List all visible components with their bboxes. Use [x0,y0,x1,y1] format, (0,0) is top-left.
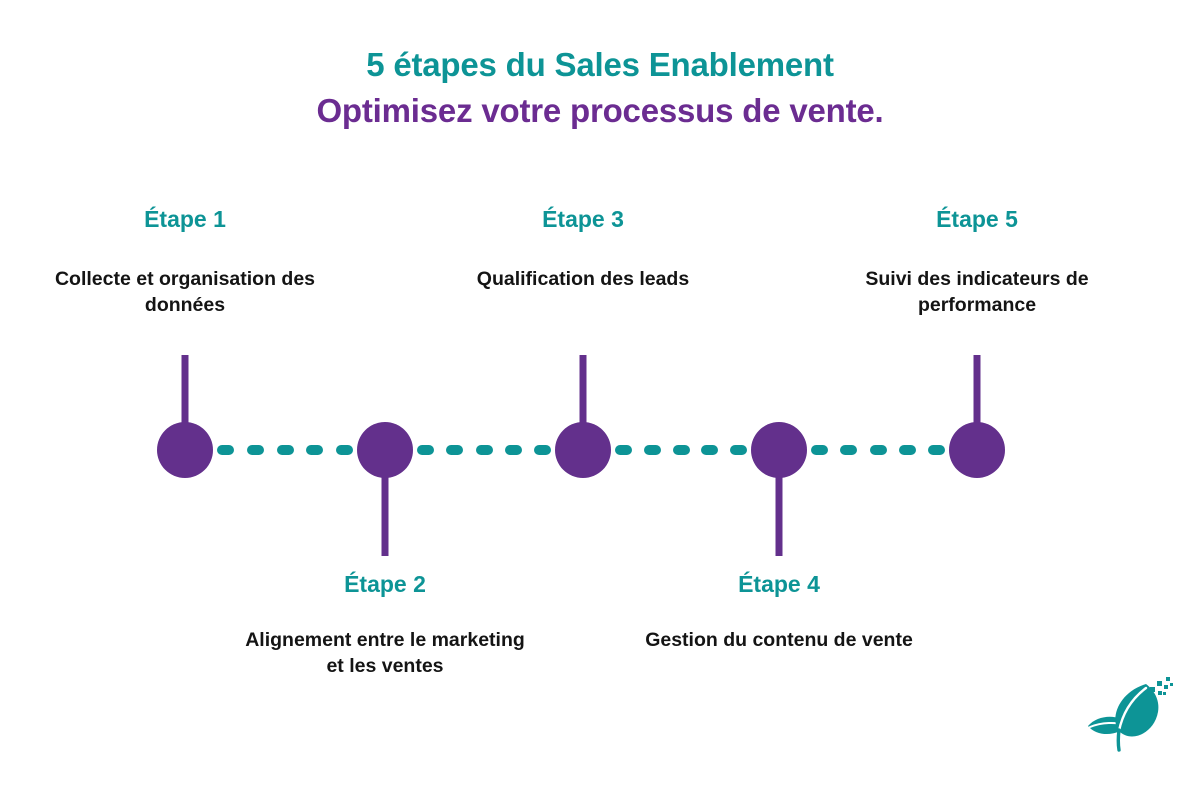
timeline-dash [417,445,434,455]
timeline-dash [898,445,916,455]
timeline-node-5[interactable] [949,422,1005,478]
page-title: 5 étapes du Sales Enablement [366,46,834,83]
timeline-dash-segment [417,445,551,455]
timeline-dash [701,445,719,455]
timeline-node-2[interactable] [357,422,413,478]
timeline-dash [615,445,632,455]
step-heading-5: Étape 5 [936,206,1018,232]
timeline-dash [869,445,887,455]
timeline-dash [534,445,551,455]
step-label-1: Étape 1 Collecte et organisation des donn… [35,205,335,319]
timeline-dash-segment [615,445,747,455]
timeline-dash-segment [811,445,945,455]
timeline-dash [246,445,264,455]
timeline-dash [730,445,747,455]
timeline-dash [336,445,353,455]
step-description-4: Gestion du contenu de vente [645,629,913,652]
timeline-dash [306,445,324,455]
title-block: 5 étapes du Sales Enablement Optimisez v… [0,44,1200,132]
step-description-2: Alignement entre le marketing et les ven… [245,629,525,677]
timeline-dash [928,445,945,455]
step-heading-3: Étape 3 [542,206,624,232]
timeline-stem-1 [181,355,189,428]
timeline-dash [672,445,690,455]
timeline-stem-3 [579,355,587,428]
timeline-node-1[interactable] [157,422,213,478]
leaf-logo [1086,674,1178,754]
step-label-5: Étape 5 Suivi des indicateurs de performa… [827,205,1127,319]
step-label-4: Étape 4 Gestion du contenu de vente [609,570,949,654]
timeline-stem-2 [381,474,389,556]
step-heading-1: Étape 1 [144,206,226,232]
step-heading-4: Étape 4 [738,571,820,597]
timeline-dash [475,445,493,455]
timeline-dash [446,445,464,455]
timeline-dash [217,445,234,455]
timeline-dash [504,445,522,455]
step-label-2: Étape 2 Alignement entre le marketing et … [235,570,535,680]
page-subtitle: Optimisez votre processus de vente. [316,92,884,130]
timeline-node-3[interactable] [555,422,611,478]
timeline-node-4[interactable] [751,422,807,478]
step-description-1: Collecte et organisation des données [54,268,316,316]
step-description-5: Suivi des indicateurs de performance [865,268,1089,316]
timeline-dash [276,445,294,455]
timeline-dash [840,445,858,455]
timeline-dash [643,445,661,455]
step-description-3: Qualification des leads [476,268,690,291]
step-label-3: Étape 3 Qualification des leads [413,205,753,293]
timeline-dash-segment [217,445,353,455]
step-heading-2: Étape 2 [344,571,426,597]
timeline-dash [811,445,828,455]
timeline-stem-4 [775,474,783,556]
timeline-stem-5 [973,355,981,428]
